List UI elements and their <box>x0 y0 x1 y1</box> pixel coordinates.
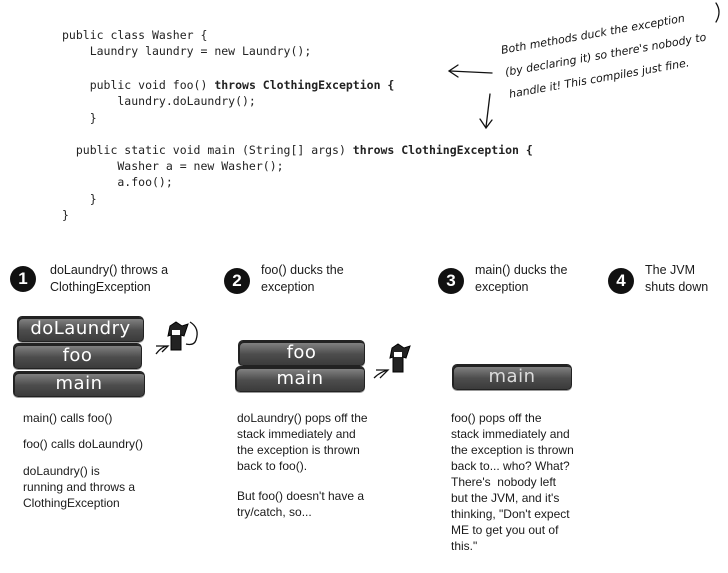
arrow-to-foo-head <box>447 64 459 78</box>
step-3-body-1: foo() pops off the stack immediately and… <box>451 411 574 553</box>
main-throws-clause: throws ClothingException { <box>352 143 533 157</box>
step-3-badge: 3 <box>438 268 464 294</box>
step-4-badge: 4 <box>608 268 634 294</box>
code-line-foo-call: a.foo(); <box>62 175 173 189</box>
code-line-main-signature: public static void main (String[] args) … <box>62 143 533 157</box>
exception-shirt-icon <box>155 321 198 355</box>
code-line-field: Laundry laundry = new Laundry(); <box>62 44 312 58</box>
foo-throws-clause: throws ClothingException { <box>214 78 395 92</box>
code-line-close-main: } <box>62 192 97 206</box>
stack-frame-foo: foo <box>238 340 365 366</box>
code-line-new-washer: Washer a = new Washer(); <box>62 159 284 173</box>
step-3-title: main() ducks the exception <box>475 263 568 294</box>
main-signature-text: public static void main (String[] args) <box>62 143 353 157</box>
stack-frame-main: main <box>452 364 572 390</box>
step-4-title: The JVM shuts down <box>645 263 709 294</box>
arrow-to-main-head <box>479 118 493 130</box>
step-1-body-3: doLaundry() is running and throws a Clot… <box>23 464 136 510</box>
arrow-to-main <box>485 93 491 128</box>
arrow-to-foo <box>449 70 493 74</box>
step-1-title: doLaundry() throws a ClothingException <box>50 263 169 294</box>
exception-shirt-icon <box>373 343 411 379</box>
step-1-badge: 1 <box>10 266 36 292</box>
foo-signature-text: public void foo() <box>62 78 215 92</box>
stack-frame-main: main <box>235 366 365 392</box>
stack-frame-dolaundry: doLaundry <box>17 316 144 342</box>
annotation-curl <box>715 2 720 23</box>
code-listing: public class Washer { Laundry laundry = … <box>0 0 728 230</box>
code-line-close-foo: } <box>62 111 97 125</box>
step-1-body-2: foo() calls doLaundry() <box>23 437 144 451</box>
step-1-body-1: main() calls foo() <box>23 411 113 425</box>
code-line-foo-signature: public void foo() throws ClothingExcepti… <box>62 78 395 92</box>
step-2-body-2: But foo() doesn't have a try/catch, so..… <box>237 489 365 519</box>
step-2-badge: 2 <box>224 268 250 294</box>
stack-frame-main: main <box>13 371 145 397</box>
stack-frame-foo: foo <box>13 343 142 369</box>
code-line-class: public class Washer { <box>62 28 208 42</box>
code-line-dolaundry-call: laundry.doLaundry(); <box>62 94 256 108</box>
step-2-body-1: doLaundry() pops off the stack immediate… <box>237 411 368 473</box>
step-2-title: foo() ducks the exception <box>261 263 344 294</box>
code-line-close-class: } <box>62 208 69 222</box>
